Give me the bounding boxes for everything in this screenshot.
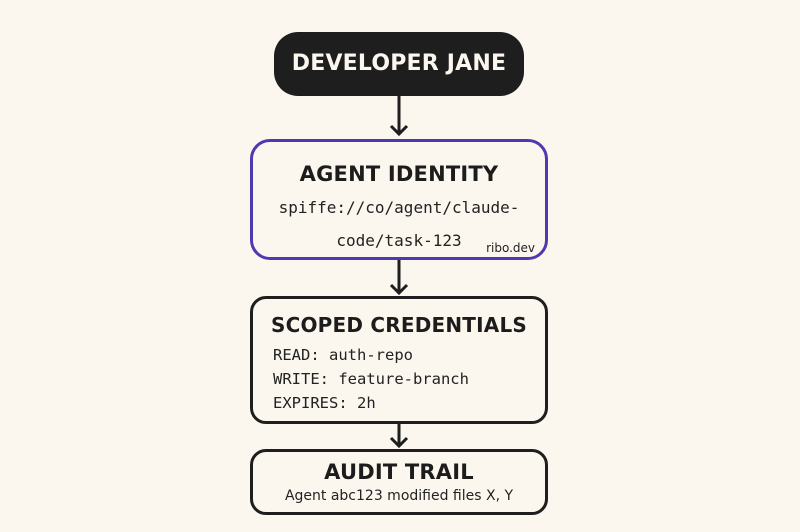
arrow-down-icon [389,424,409,449]
watermark: ribo.dev [486,241,535,255]
spiffe-id-line-2: code/task-123 [336,231,462,250]
audit-trail-node: AUDIT TRAIL Agent abc123 modified files … [250,449,548,515]
arrow-down-icon [389,260,409,296]
scoped-credentials-title: SCOPED CREDENTIALS [270,313,528,337]
developer-node-title: DEVELOPER JANE [291,51,507,76]
audit-trail-title: AUDIT TRAIL [324,460,474,484]
audit-trail-entry: Agent abc123 modified files X, Y [284,488,514,504]
agent-identity-title: AGENT IDENTITY [299,162,499,186]
developer-jane-node: DEVELOPER JANE [274,32,524,96]
credential-expires: EXPIRES: 2h [273,394,376,412]
spiffe-id-line-1: spiffe://co/agent/claude- [278,198,520,217]
credential-write: WRITE: feature-branch [273,370,469,388]
scoped-credentials-node: SCOPED CREDENTIALS READ: auth-repo WRITE… [250,296,548,424]
agent-identity-node: AGENT IDENTITY spiffe://co/agent/claude-… [250,139,548,260]
arrow-down-icon [389,96,409,138]
credential-read: READ: auth-repo [273,346,413,364]
